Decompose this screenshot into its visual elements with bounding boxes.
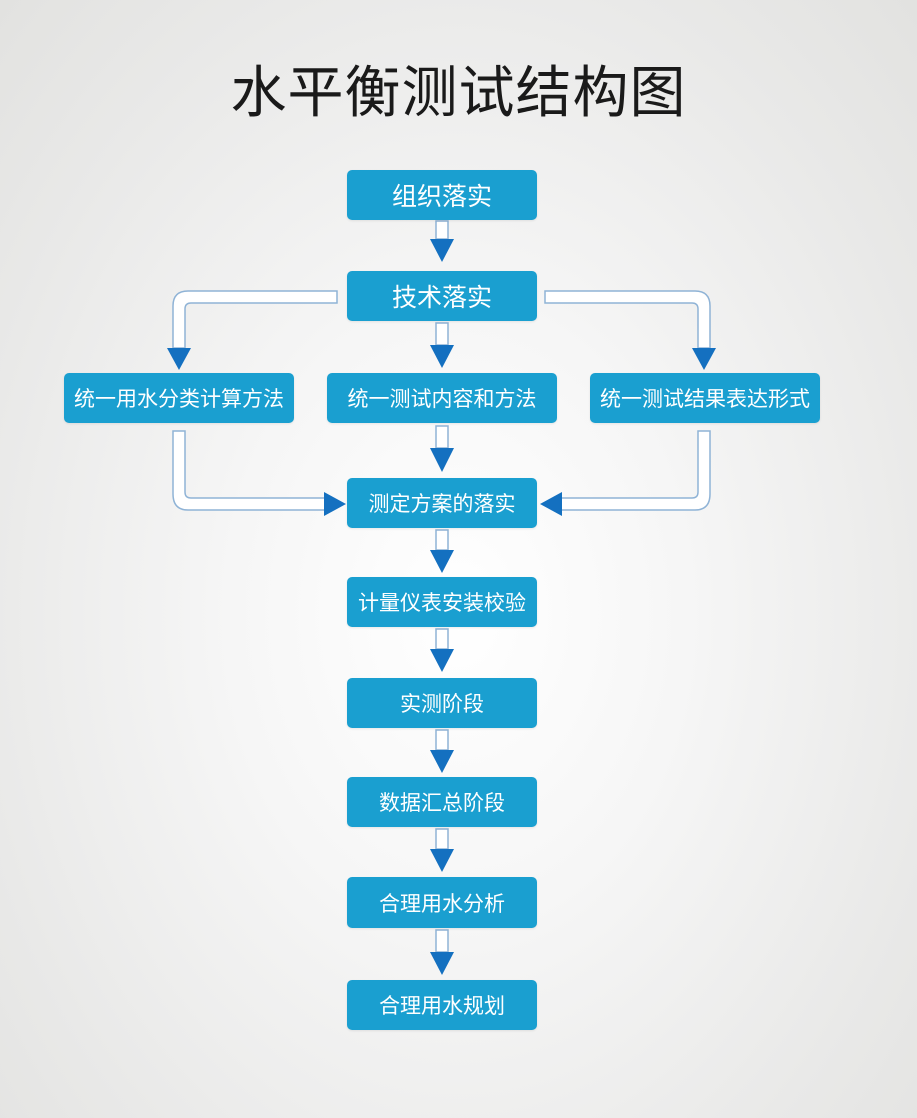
arrow-head-down [430,649,454,672]
connector-elbow-bottom-right [559,430,711,511]
arrow-head-down [430,239,454,262]
connector-shaft [435,425,449,449]
connector-shaft [435,220,449,240]
connector-elbow-top-left [172,290,338,349]
arrow-head-down [430,952,454,975]
node-technology: 技术落实 [347,271,537,321]
arrow-head-down [430,448,454,472]
arrow-head-down [430,849,454,872]
node-organization: 组织落实 [347,170,537,220]
node-meter: 计量仪表安装校验 [347,577,537,627]
arrow-head-down [430,345,454,368]
arrow-head-down [430,750,454,773]
node-unified-result: 统一测试结果表达形式 [590,373,820,423]
connector-shaft [435,322,449,346]
node-plan: 测定方案的落实 [347,478,537,528]
node-planning: 合理用水规划 [347,980,537,1030]
node-unified-content: 统一测试内容和方法 [327,373,557,423]
node-analysis: 合理用水分析 [347,877,537,928]
connector-elbow-top-right [544,290,711,349]
node-data-summary: 数据汇总阶段 [347,777,537,827]
connector-shaft [435,929,449,953]
connector-elbow-bottom-left [172,430,327,511]
connector-shaft [435,529,449,551]
connector-shaft [435,729,449,751]
arrow-head-down [692,348,716,370]
diagram-title: 水平衡测试结构图 [230,61,687,126]
node-measurement: 实测阶段 [347,678,537,728]
arrow-head-down [430,550,454,573]
node-unified-calc: 统一用水分类计算方法 [64,373,294,423]
connector-shaft [435,828,449,850]
arrow-head-left [540,492,562,516]
connector-shaft [435,628,449,650]
arrow-head-down [167,348,191,370]
arrow-head-right [324,492,346,516]
